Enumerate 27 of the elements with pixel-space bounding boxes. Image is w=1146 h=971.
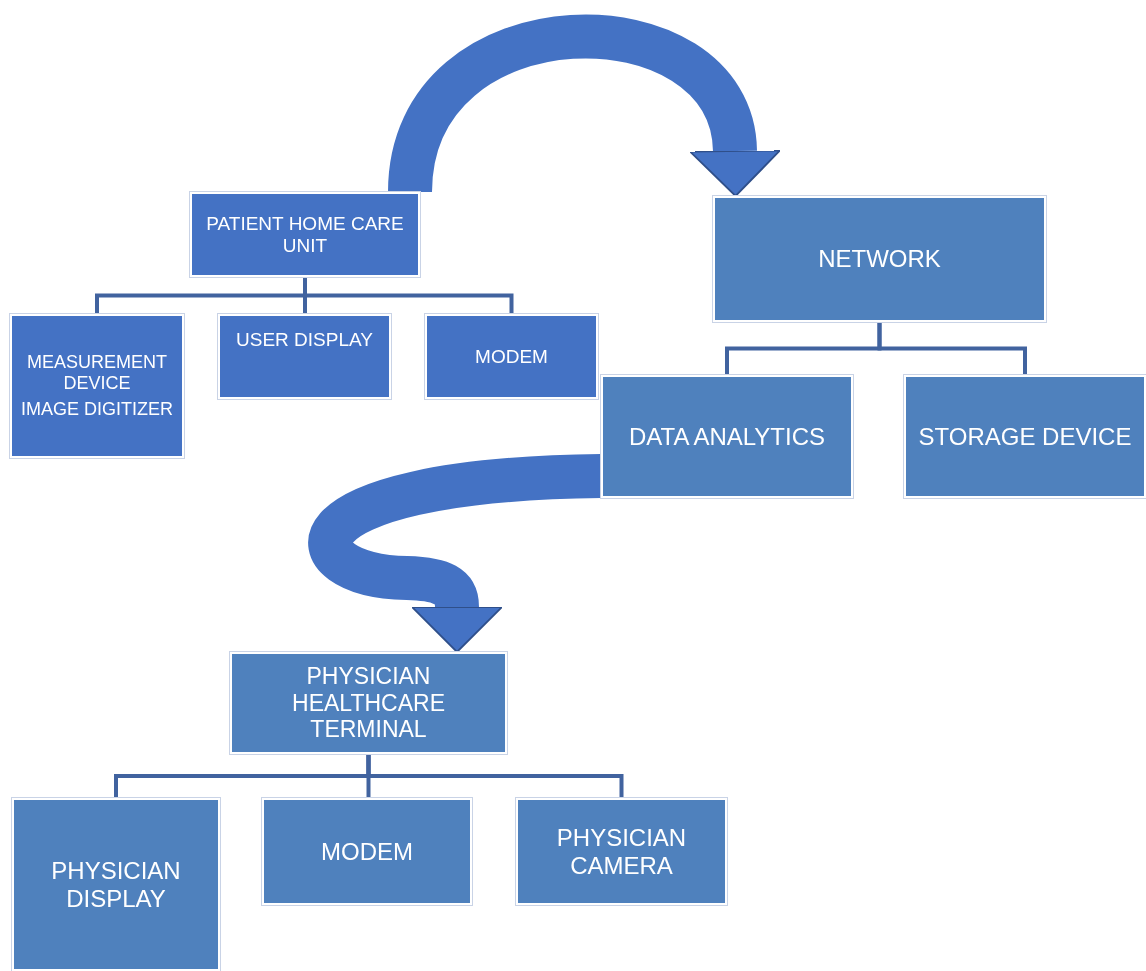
process-box [601, 375, 853, 498]
box-label: USER DISPLAY [236, 329, 373, 351]
process-box [904, 375, 1146, 498]
process-box [230, 652, 507, 754]
process-box [12, 798, 220, 971]
process-box [262, 798, 472, 905]
process-box [516, 798, 727, 905]
connector-line [366, 754, 624, 798]
box-label: NETWORK [818, 245, 941, 273]
box-label: MODEM [475, 345, 548, 368]
process-box [713, 196, 1046, 322]
box-label: DATA ANALYTICS [628, 422, 826, 451]
box-label: PATIENT HOME CARE UNIT [205, 212, 405, 257]
connector-line [877, 322, 1027, 375]
process-box [190, 192, 420, 277]
box-label: PHYSICIAN CAMERA [555, 823, 688, 880]
box-label: STORAGE DEVICE [918, 422, 1132, 451]
box-label: MEASUREMENT DEVICE [26, 351, 168, 394]
box-label: IMAGE DIGITIZER [21, 399, 173, 421]
connector-line [303, 277, 514, 314]
process-box [425, 314, 598, 399]
box-label: MODEM [321, 837, 413, 866]
box-label: PHYSICIAN DISPLAY [50, 856, 182, 913]
curved-block-arrow [308, 454, 602, 653]
process-box [10, 314, 184, 458]
process-box [218, 314, 391, 399]
box-label: PHYSICIAN HEALTHCARE TERMINAL [291, 663, 446, 743]
